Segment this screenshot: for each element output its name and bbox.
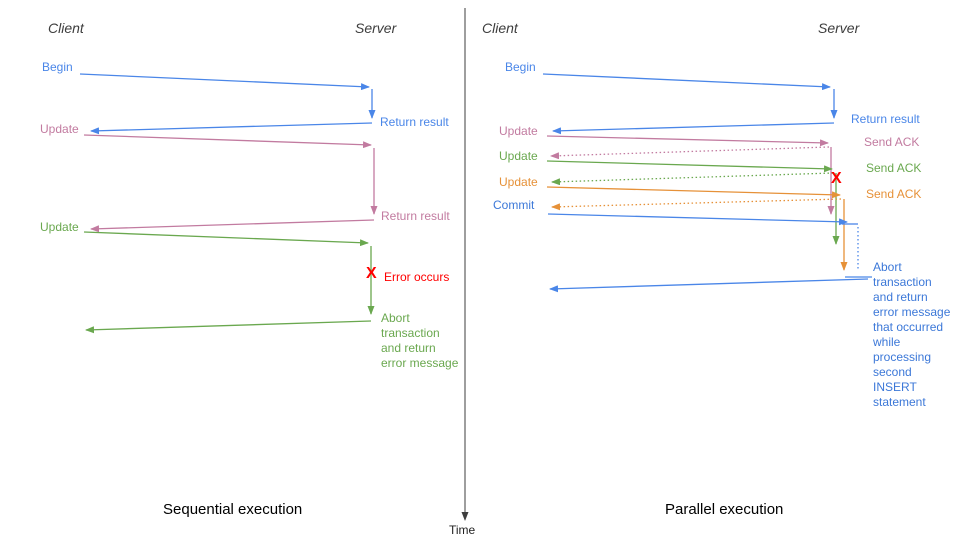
seq-update-2-label: Update bbox=[40, 220, 79, 234]
par-update3-call-arrow bbox=[546, 186, 841, 199]
par-send-ack-1-label: Send ACK bbox=[864, 135, 920, 149]
seq-update1-exchange bbox=[83, 134, 378, 233]
par-update1-exchange bbox=[546, 135, 835, 215]
par-update1-call-arrow bbox=[546, 135, 829, 147]
seq-error-x-icon: X bbox=[366, 265, 377, 282]
seq-client-header: Client bbox=[48, 20, 84, 36]
seq-return-result-2-label: Return result bbox=[381, 209, 450, 223]
par-client-header: Client bbox=[482, 20, 518, 36]
par-update1-ack-dotted-arrow bbox=[550, 146, 830, 160]
parallel-execution-caption: Parallel execution bbox=[665, 501, 784, 518]
par-send-ack-2-label: Send ACK bbox=[866, 161, 922, 175]
seq-update1-call-arrow bbox=[83, 134, 372, 149]
sequential-execution-caption: Sequential execution bbox=[163, 501, 303, 518]
par-error-x-icon: X bbox=[831, 170, 842, 187]
seq-begin-call-arrow bbox=[79, 73, 370, 91]
seq-return-result-1-label: Return result bbox=[380, 115, 449, 129]
par-send-ack-3-label: Send ACK bbox=[866, 187, 922, 201]
seq-update2-exchange bbox=[83, 231, 375, 334]
seq-begin-exchange bbox=[79, 73, 376, 135]
par-server-header: Server bbox=[818, 20, 860, 36]
par-update2-ack-dotted-arrow bbox=[551, 172, 834, 186]
par-begin-call-arrow bbox=[542, 73, 831, 91]
time-axis-label: Time bbox=[449, 523, 476, 537]
seq-error-occurs-label: Error occurs bbox=[384, 270, 450, 284]
seq-update2-call-arrow bbox=[83, 231, 369, 247]
par-commit-exchange bbox=[547, 213, 872, 293]
seq-update-1-label: Update bbox=[40, 122, 79, 136]
par-update2-call-arrow bbox=[546, 160, 833, 173]
seq-begin-label: Begin bbox=[42, 60, 73, 74]
par-commit-call-arrow bbox=[547, 213, 848, 226]
seq-server-header: Server bbox=[355, 20, 397, 36]
par-return-result-label: Return result bbox=[851, 112, 920, 126]
par-abort-return-arrow bbox=[549, 278, 869, 293]
par-update2-exchange bbox=[546, 160, 840, 245]
par-commit-label: Commit bbox=[493, 198, 535, 212]
par-update-1-label: Update bbox=[499, 124, 538, 138]
par-begin-exchange bbox=[542, 73, 838, 135]
par-update3-ack-dotted-arrow bbox=[551, 198, 842, 211]
seq-begin-return-arrow bbox=[90, 122, 373, 135]
seq-update1-return-arrow bbox=[90, 219, 375, 233]
seq-abort-note: Abort transaction and return error messa… bbox=[381, 311, 459, 370]
par-begin-return-arrow bbox=[552, 122, 835, 135]
par-abort-note: Abort transaction and return error messa… bbox=[873, 260, 951, 409]
seq-abort-return-arrow bbox=[85, 320, 372, 334]
par-update-3-label: Update bbox=[499, 175, 538, 189]
par-update3-exchange bbox=[546, 186, 848, 271]
par-begin-label: Begin bbox=[505, 60, 536, 74]
par-update-2-label: Update bbox=[499, 149, 538, 163]
